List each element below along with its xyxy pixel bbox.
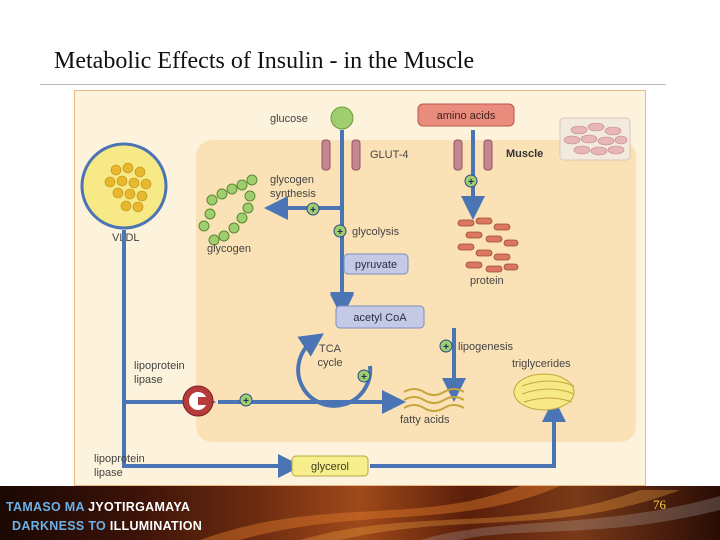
plus-glycolysis-icon: + [333,224,347,238]
footer-motto-line2-part2: ILLUMINATION [109,519,203,533]
muscle-cell-icon [559,117,631,161]
glycogen-synthesis-label-2: synthesis [270,188,316,200]
amino-acid-transporter [453,139,493,171]
lipogenesis-label: lipogenesis [458,341,514,353]
protein-aggregate [457,217,519,273]
svg-text:+: + [337,227,343,238]
protein-label: protein [470,275,504,287]
glycerol-tg-arrow [370,398,566,468]
fatty-acids-label: fatty acids [400,414,450,426]
tca-label-2: cycle [317,357,342,369]
acetyl-coa-label: acetyl CoA [353,312,407,324]
footer-decoration [200,486,720,540]
pyruvate-label: pyruvate [355,259,397,271]
vldl-down-arrow [122,402,302,478]
glut4-transporter [321,139,361,171]
tca-label-1: TCA [319,343,342,355]
glycogen-synthesis-label-1: glycogen [270,174,314,186]
lipase-enzyme-icon [182,385,214,417]
glycogen-chain [198,174,258,246]
plus-glycogen-synthesis-icon: + [306,202,320,216]
glycerol-label: glycerol [311,461,349,473]
footer-motto-line2: DARKNESS TO ILLUMINATION [12,519,202,533]
lipoprotein-lipase-label-2b: lipase [94,467,123,479]
glycolysis-label: glycolysis [352,226,400,238]
insulin-muscle-diagram: VLDL glucose amino acids GLUT-4 Muscle [74,90,646,486]
lipoprotein-lipase-label-2a: lipoprotein [94,453,145,465]
lipoprotein-lipase-label-1b: lipase [134,374,163,386]
amino-acids-box [417,103,515,127]
footer-motto-line1-part2: JYOTIRGAMAYA [88,500,191,514]
glucose-molecule [330,106,354,130]
glucose-label: glucose [270,113,308,125]
glycogen-label: glycogen [207,243,251,255]
plus-tca-icon: + [357,369,371,383]
plus-amino-uptake-icon: + [464,174,478,188]
triglyceride-droplet [513,373,575,411]
footer-motto-line1-part1: TAMASO MA [6,500,89,514]
svg-text:+: + [443,342,449,353]
title-divider [40,84,666,85]
tca-cycle-loop [296,333,373,408]
vldl-particle [80,142,168,230]
svg-text:+: + [361,372,367,383]
muscle-cell [196,140,636,442]
triglycerides-label: triglycerides [512,358,571,370]
svg-text:+: + [243,396,249,407]
svg-text:+: + [310,205,316,216]
glut4-label: GLUT-4 [370,149,409,161]
fatty-acids-squiggle [403,388,465,412]
plus-lipase-icon: + [239,393,253,407]
footer-motto-line2-part1: DARKNESS TO [12,519,110,533]
slide-number: 76 [653,497,666,512]
acetyl-coa-box [335,305,425,329]
pyruvate-box [343,253,409,275]
footer-motto-line1: TAMASO MA JYOTIRGAMAYA [6,500,190,514]
svg-text:+: + [468,177,474,188]
muscle-label: Muscle [506,148,543,160]
slide-title: Metabolic Effects of Insulin - in the Mu… [54,48,475,74]
glycerol-box [291,455,369,477]
footer-banner [0,486,720,540]
plus-lipogenesis-icon: + [439,339,453,353]
lipoprotein-lipase-label-1a: lipoprotein [134,360,185,372]
amino-acids-label: amino acids [437,110,496,122]
